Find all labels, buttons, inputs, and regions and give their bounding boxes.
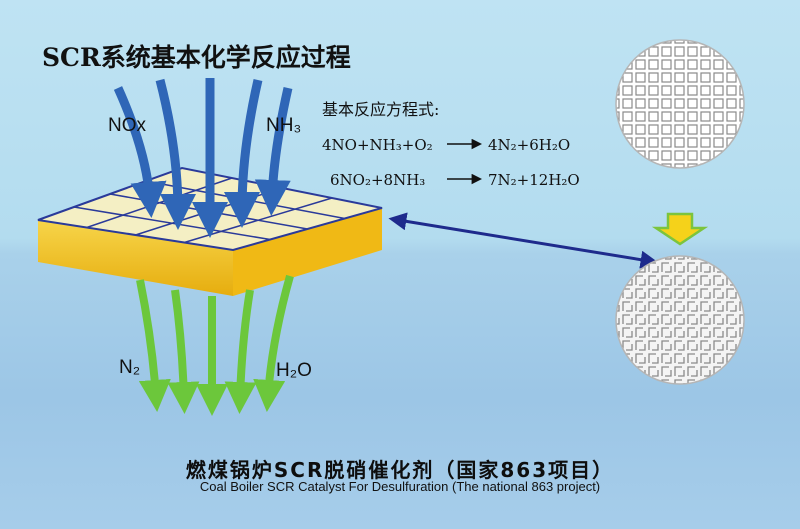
outflow-arrow-1 (136, 279, 171, 412)
connector-arrow (388, 212, 659, 269)
equation-1-reactants: 4NO+NH₃+O₂ (322, 136, 433, 154)
inflow-arrows (113, 78, 293, 238)
structure-circle-top (615, 39, 745, 169)
outflow-arrow-2 (167, 289, 200, 414)
outflow-arrow-5 (253, 274, 294, 412)
down-arrow (651, 212, 709, 246)
label-nh3: NH₃ (266, 115, 302, 136)
inflow-arrow-2 (155, 78, 196, 230)
diagram-title: SCR系统基本化学反应过程 (42, 43, 351, 72)
outflow-arrow-4 (224, 289, 257, 414)
caption-english: Coal Boiler SCR Catalyst For Desulfurati… (199, 479, 601, 494)
equation-2-products: 7N₂+12H₂O (488, 171, 580, 189)
inflow-arrow-5 (254, 87, 293, 216)
equation-2-reactants: 6NO₂+8NH₃ (330, 171, 426, 189)
equations-heading: 基本反应方程式: (322, 100, 440, 119)
catalyst-front-face (38, 220, 233, 296)
caption-chinese: 燃煤锅炉SCR脱硝催化剂（国家863项目） (185, 458, 615, 482)
inflow-arrow-1 (113, 86, 167, 218)
honeycomb-grid-top (616, 40, 744, 168)
label-n2: N₂ (119, 357, 141, 378)
outflow-arrows (136, 274, 294, 416)
catalyst-right-face (233, 208, 382, 296)
label-h2o: H₂O (276, 360, 312, 381)
equation-1-products: 4N₂+6H₂O (488, 136, 571, 154)
structure-circle-bottom (615, 255, 745, 385)
inflow-arrow-4 (224, 78, 263, 228)
label-nox: NOx (108, 115, 146, 136)
